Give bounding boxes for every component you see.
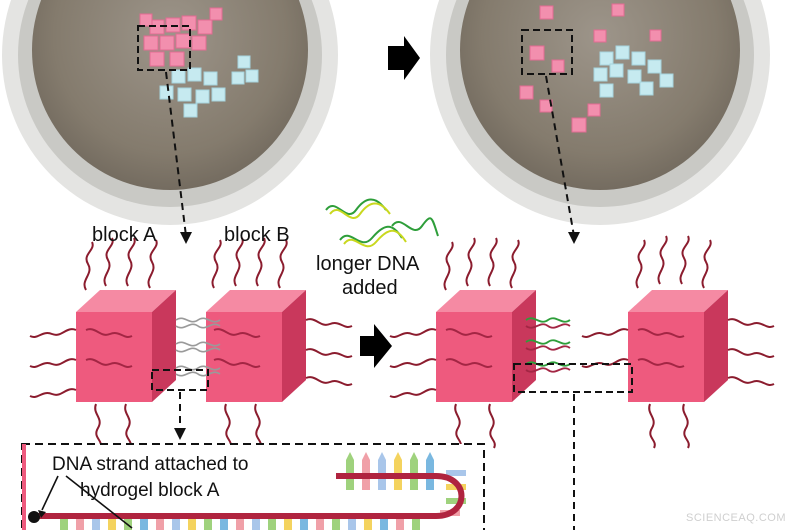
block-b [206, 290, 306, 402]
connector-dish-right [545, 75, 575, 237]
dna-strand-backbone [34, 473, 465, 519]
dna-bridge-left [175, 317, 221, 377]
strand-anchor-dot [28, 511, 40, 523]
label-block-b: block B [224, 224, 290, 246]
label-longer-dna: longer DNA [316, 253, 420, 275]
label-added: added [342, 277, 398, 299]
zoom-box-dish-right [521, 29, 573, 75]
zoom-box-dish-left [137, 25, 191, 71]
hydrogel-cluster-pink [139, 7, 223, 67]
block-b-separated [628, 290, 728, 402]
zoom-box-right-pair [513, 363, 633, 393]
label-strand-line1: DNA strand attached to [52, 454, 249, 475]
right-arrow-icon [360, 324, 392, 368]
connector-dish-left [165, 71, 187, 237]
zoom-box-left-pair [151, 369, 209, 391]
petri-dish-left [2, 0, 338, 225]
label-block-a: block A [92, 224, 157, 246]
dna-strands-left-pair [29, 237, 353, 449]
right-arrow-icon [388, 36, 420, 80]
hydrogel-scattered-pink [519, 3, 662, 133]
pointer-arrow-1 [41, 475, 59, 511]
longer-dna-icon [325, 198, 439, 248]
hydrogel-cluster-blue-right [593, 45, 674, 98]
detail-panel [21, 443, 485, 530]
watermark: SCIENCEAQ.COM [685, 512, 786, 524]
label-strand-line2: hydrogel block A [80, 480, 220, 501]
dna-strands-right-pair [389, 235, 775, 449]
block-a-separated [436, 290, 536, 402]
pointer-arrow-2 [65, 475, 133, 529]
block-a [76, 290, 176, 402]
hydrogel-cluster-blue [159, 55, 259, 118]
petri-dish-right [430, 0, 770, 225]
